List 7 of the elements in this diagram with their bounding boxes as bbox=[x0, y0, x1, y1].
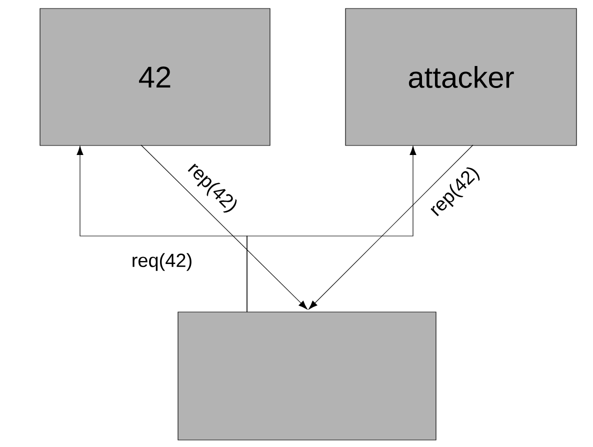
process-box: 42 bbox=[40, 8, 270, 146]
process-box: attacker bbox=[345, 8, 577, 146]
edge-label: req(42) bbox=[130, 252, 194, 272]
arrow bbox=[140, 144, 308, 310]
empty-box bbox=[178, 312, 436, 440]
arrow bbox=[308, 144, 474, 310]
arrow bbox=[246, 146, 416, 312]
